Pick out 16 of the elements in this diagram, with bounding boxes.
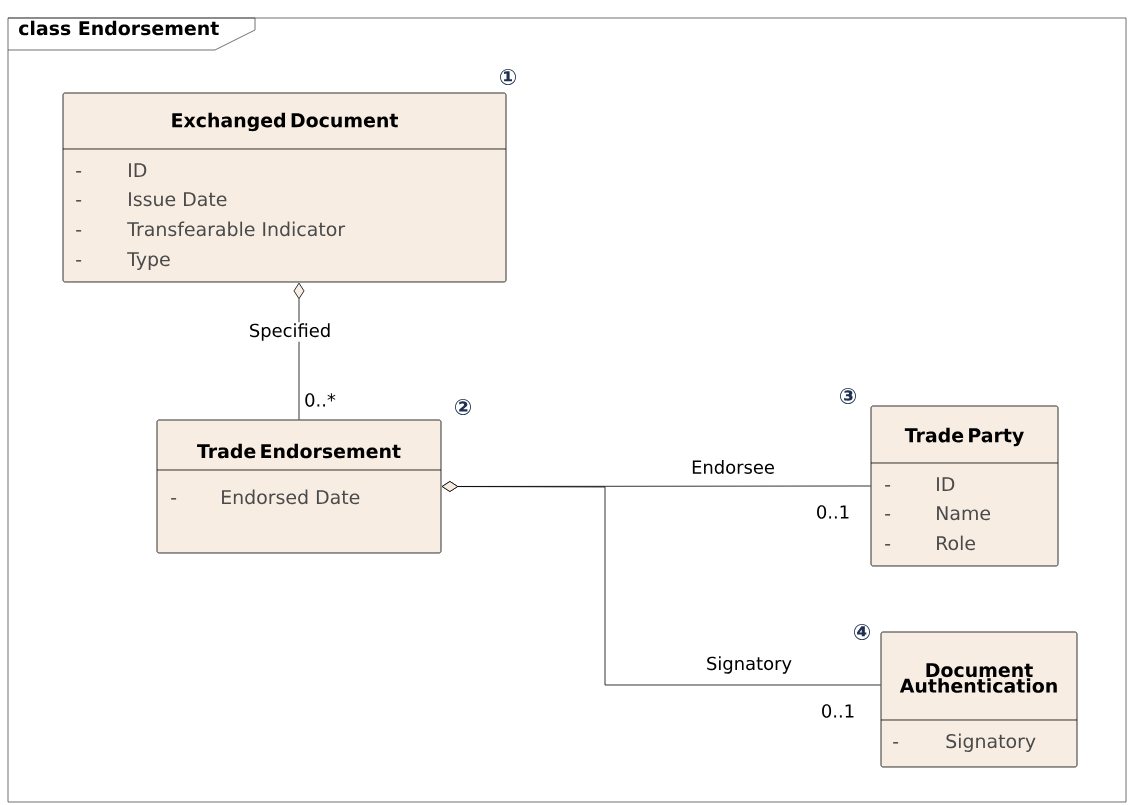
association-line (293, 282, 305, 420)
callout-number: ① (500, 69, 516, 85)
class-box: Trade Endorsement - Endorsed Date (156, 419, 442, 554)
multiplicity-label: 0..* (305, 393, 336, 407)
edge-label: Endorsee (690, 459, 776, 475)
association-line (441, 481, 881, 686)
multiplicity-label: 0..1 (817, 505, 849, 519)
callout-number: ④ (854, 624, 870, 640)
callout-number: ③ (840, 388, 856, 404)
edge-label: Specified (247, 322, 333, 342)
class-box: Trade Party - ID - Name - Role (870, 405, 1059, 567)
multiplicity-label: 0..1 (822, 704, 854, 718)
edge-label: Signatory (704, 655, 794, 675)
callout-number: ② (455, 399, 471, 415)
class-box: Exchanged Document - ID - Issue Date - Transfearable Indicator - Type (62, 92, 507, 283)
class-box: Document Authentication - Signatory (880, 631, 1078, 768)
